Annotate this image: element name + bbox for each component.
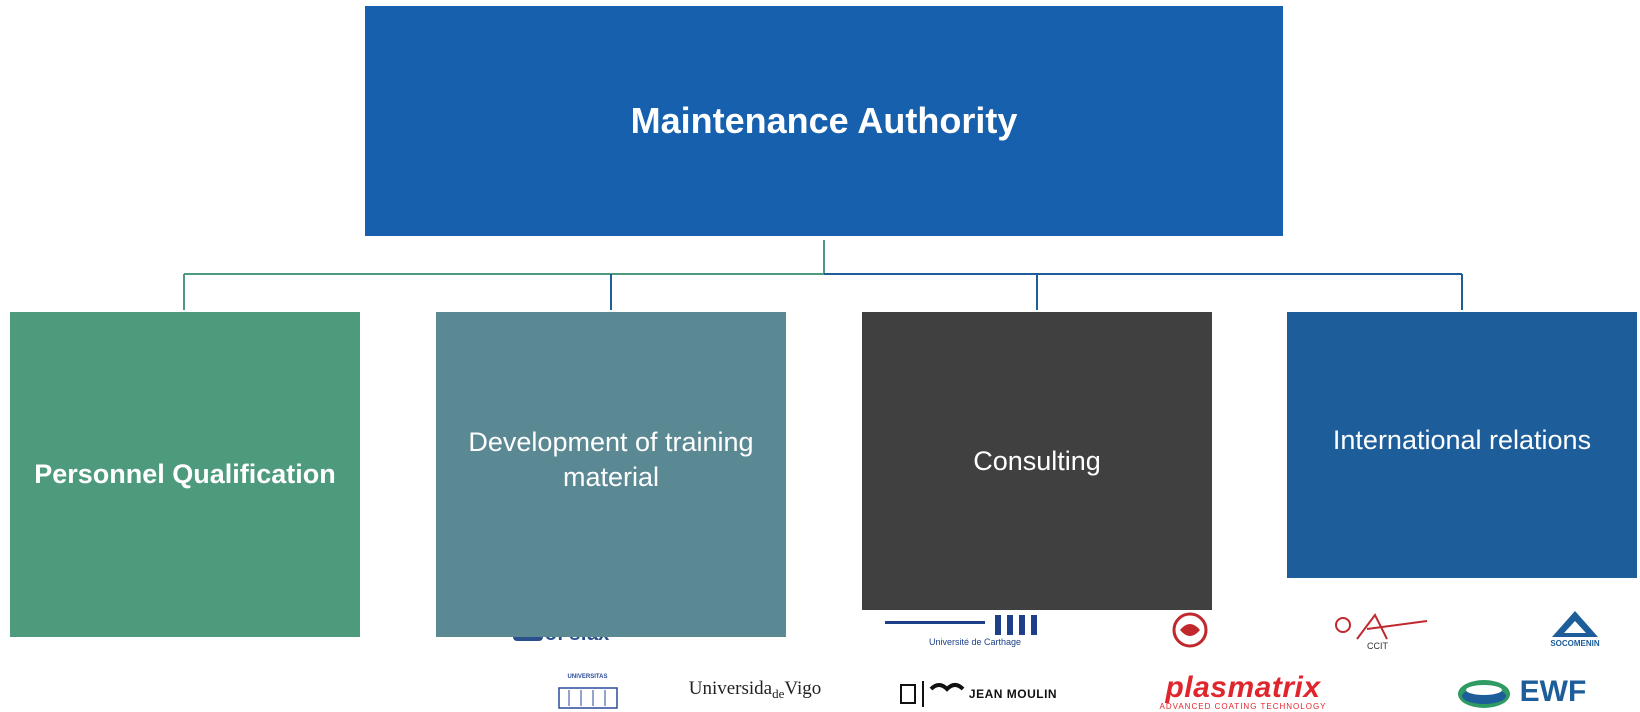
jean-moulin-logo: JEAN MOULIN	[893, 676, 1063, 712]
university-carthage-logo: Université de Carthage	[860, 610, 1090, 648]
university-jendouba-logo	[1150, 608, 1230, 652]
ewf-globe-icon	[1457, 680, 1510, 708]
vigo-text-c: Vigo	[784, 678, 822, 699]
ewf-logo: EWF	[1420, 672, 1620, 712]
universitas-logo: UNIVERSITAS	[545, 672, 630, 712]
socomenin-triangle-icon	[1552, 610, 1598, 637]
universidad-vigo-logo: UniversidadeVigo	[650, 675, 860, 705]
child-node-consulting: Consulting	[862, 312, 1212, 610]
ccit-emblem-icon	[1334, 612, 1427, 640]
universitas-building-icon	[557, 687, 618, 709]
child-node-personnel-qualification: Personnel Qualification	[10, 312, 360, 637]
socomenin-logo: SOCOMENIN	[1535, 603, 1615, 653]
jendouba-emblem-icon	[1172, 612, 1208, 648]
jean-moulin-emblem-icon	[899, 681, 965, 707]
ccit-logo: CCIT	[1315, 608, 1440, 653]
plasmatrix-logo: plasmatrix ADVANCED COATING TECHNOLOGY	[1159, 670, 1327, 711]
child-node-label: Development of training material	[468, 426, 754, 492]
child-node-label: Personnel Qualification	[34, 459, 336, 489]
root-node-label: Maintenance Authority	[630, 100, 1018, 141]
child-node-label: Consulting	[973, 445, 1101, 476]
root-node-maintenance-authority: Maintenance Authority	[365, 6, 1283, 236]
vigo-text-a: Universida	[688, 678, 773, 699]
child-node-label: International relations	[1332, 424, 1592, 455]
child-node-development-training-material: Development of training material	[436, 312, 786, 637]
child-node-international-relations: International relations	[1287, 312, 1637, 578]
vigo-text-b: de	[772, 686, 785, 701]
carthage-emblem-icon	[885, 615, 1037, 635]
